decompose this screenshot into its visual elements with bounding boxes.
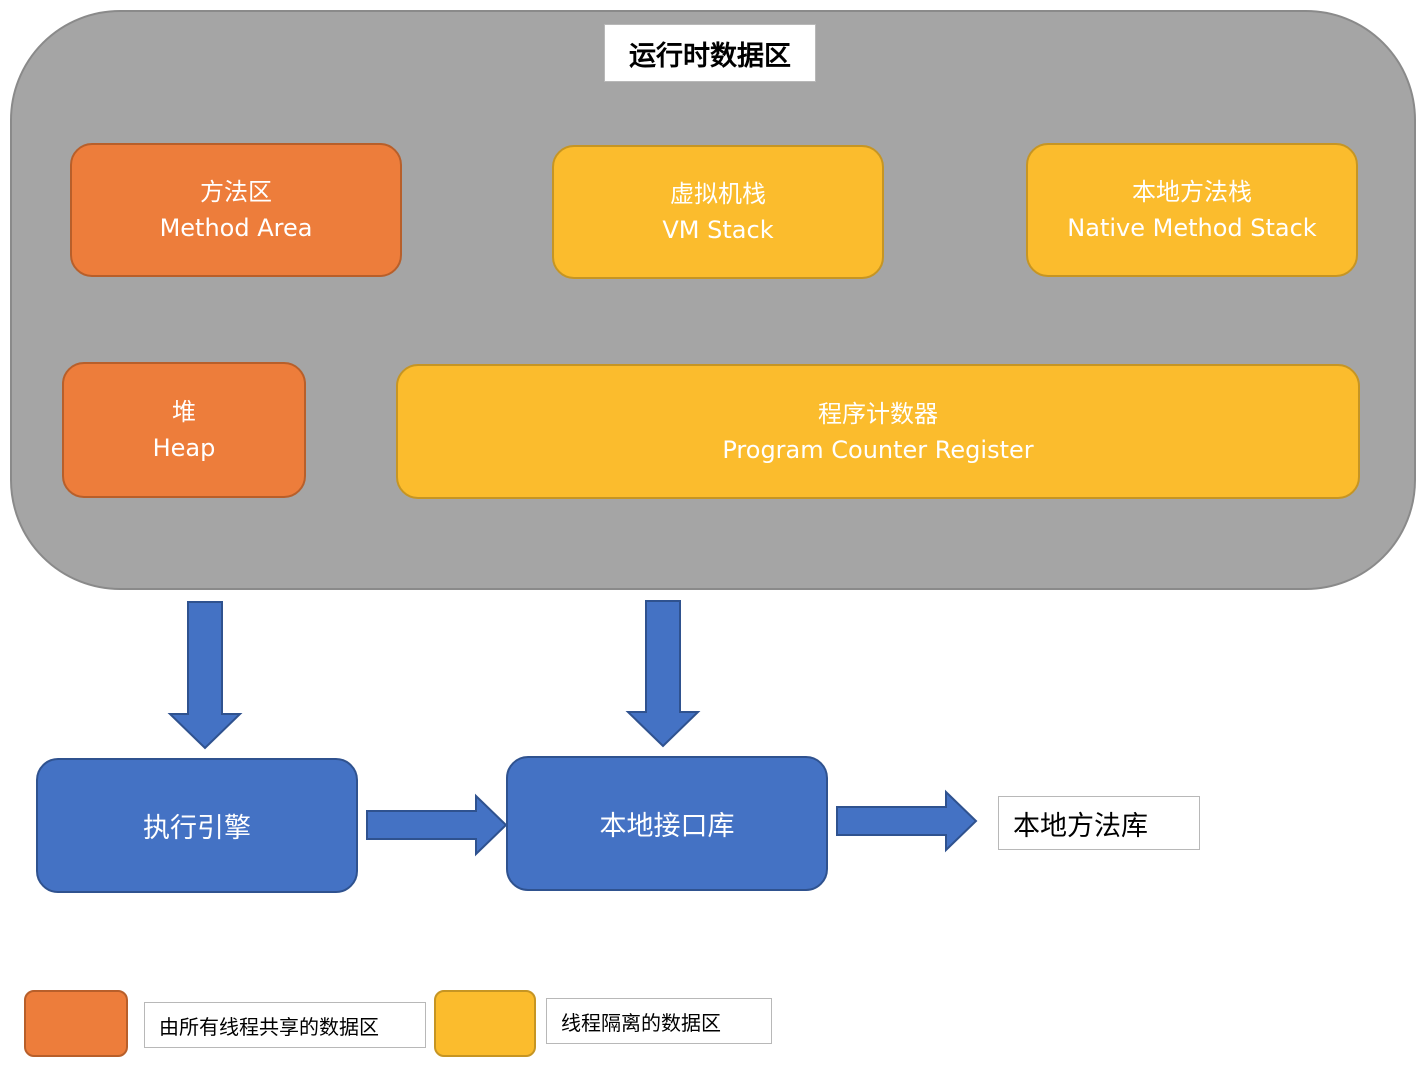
method-area-label-en: Method Area: [159, 214, 313, 242]
legend-isolated-label-box: 线程隔离的数据区: [546, 998, 772, 1044]
heap-label-zh: 堆: [172, 398, 196, 426]
vm-stack-label-en: VM Stack: [662, 216, 774, 244]
arrow-right-engine-to-interface: [366, 793, 508, 857]
legend-isolated-swatch: [434, 990, 536, 1057]
native-method-stack-label-en: Native Method Stack: [1067, 214, 1317, 242]
native-interface-box: 本地接口库: [506, 756, 828, 891]
heap-box: 堆 Heap: [62, 362, 306, 498]
method-area-box: 方法区 Method Area: [70, 143, 402, 277]
legend-shared-swatch: [24, 990, 128, 1057]
runtime-data-area-title: 运行时数据区: [604, 24, 816, 82]
program-counter-label-zh: 程序计数器: [818, 399, 938, 428]
native-method-stack-label-zh: 本地方法栈: [1132, 178, 1252, 206]
method-area-label-zh: 方法区: [200, 178, 272, 206]
execution-engine-box: 执行引擎: [36, 758, 358, 893]
legend-isolated-label: 线程隔离的数据区: [561, 1010, 721, 1035]
legend-shared-label: 由所有线程共享的数据区: [159, 1014, 379, 1039]
arrow-down-left: [167, 601, 243, 750]
arrow-right-interface-to-library: [836, 789, 978, 853]
arrow-down-right: [625, 600, 701, 748]
vm-stack-box: 虚拟机栈 VM Stack: [552, 145, 884, 279]
legend-shared-label-box: 由所有线程共享的数据区: [144, 1002, 426, 1048]
vm-stack-label-zh: 虚拟机栈: [670, 180, 766, 208]
native-method-stack-box: 本地方法栈 Native Method Stack: [1026, 143, 1358, 277]
execution-engine-label: 执行引擎: [143, 813, 251, 844]
program-counter-label-en: Program Counter Register: [722, 435, 1034, 464]
heap-label-en: Heap: [152, 434, 216, 462]
program-counter-box: 程序计数器 Program Counter Register: [396, 364, 1360, 499]
native-library-box: 本地方法库: [998, 796, 1200, 850]
native-interface-label: 本地接口库: [599, 811, 735, 842]
native-library-label: 本地方法库: [1013, 810, 1148, 842]
